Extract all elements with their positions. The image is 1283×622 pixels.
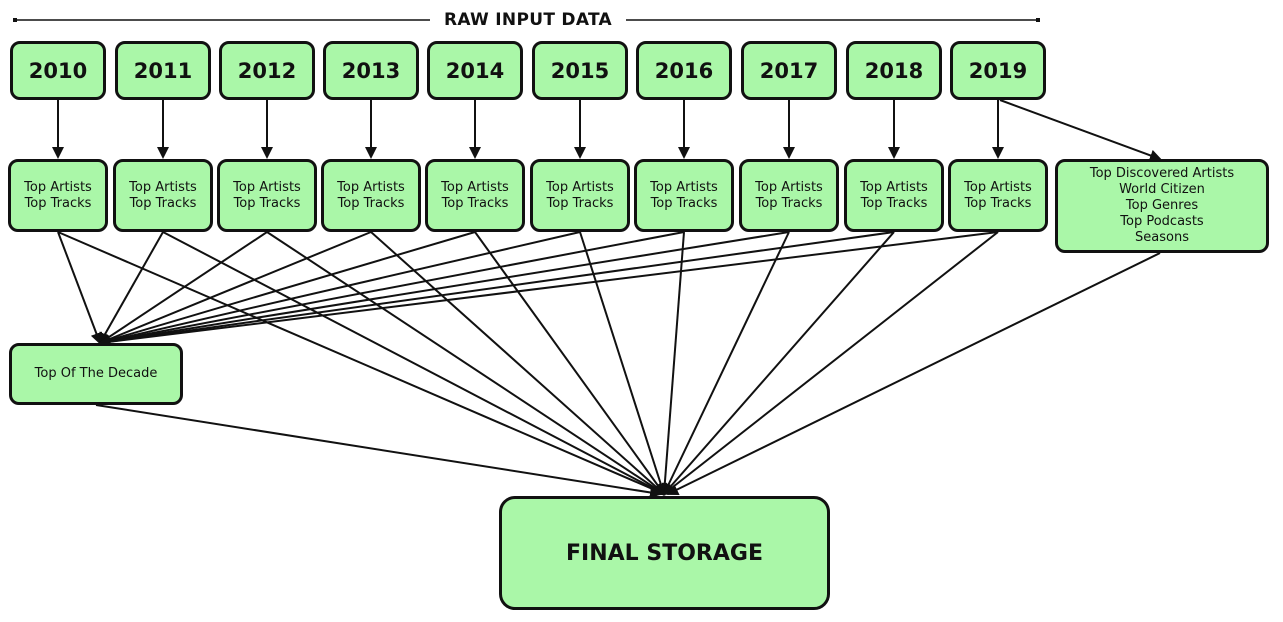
stats-to-storage-arrow — [57, 231, 666, 496]
extra-stats-node: Top Discovered Artists World Citizen Top… — [1055, 159, 1269, 253]
year-node: 2016 — [636, 41, 732, 100]
year-node: 2010 — [10, 41, 106, 100]
stats-line: Top Tracks — [650, 195, 718, 211]
stats-to-storage-arrow — [162, 231, 666, 495]
stats-to-storage-arrow — [474, 231, 666, 496]
stats-to-decade-arrow — [98, 231, 999, 348]
extra-line: World Citizen — [1119, 182, 1205, 197]
stats-line: Top Tracks — [860, 195, 928, 211]
year-node: 2017 — [741, 41, 837, 100]
stats-line: Top Artists — [546, 179, 614, 195]
year-node: 2015 — [532, 41, 628, 100]
stats-to-decade-arrow — [98, 231, 685, 348]
stats-line: Top Tracks — [964, 195, 1032, 211]
extra-to-storage-arrow — [666, 252, 1161, 495]
year-node: 2012 — [219, 41, 315, 100]
stats-to-storage-arrow — [579, 231, 667, 496]
stats-to-decade-arrow — [99, 231, 164, 345]
stats-line: Top Artists — [233, 179, 301, 195]
stats-to-decade-arrow — [98, 231, 790, 348]
stats-to-storage-arrow — [266, 231, 666, 496]
stats-to-decade-arrow — [98, 231, 268, 345]
year-node: 2018 — [846, 41, 942, 100]
stats-to-storage-arrow — [662, 231, 999, 496]
stats-line: Top Artists — [24, 179, 92, 195]
top-of-decade-node: Top Of The Decade — [9, 343, 183, 405]
stats-line: Top Tracks — [546, 195, 614, 211]
extra-line: Seasons — [1135, 230, 1189, 245]
stats-to-decade-arrow — [98, 231, 581, 347]
extra-line: Top Podcasts — [1120, 214, 1204, 229]
stats-line: Top Tracks — [755, 195, 823, 211]
stats-to-decade-arrow — [98, 231, 895, 348]
stats-to-storage-arrow — [662, 231, 895, 496]
raw-input-title: RAW INPUT DATA — [430, 8, 626, 32]
edges — [52, 99, 1162, 499]
stats-line: Top Artists — [337, 179, 405, 195]
stats-line: Top Tracks — [233, 195, 301, 211]
stats-line: Top Tracks — [441, 195, 509, 211]
year-node: 2013 — [323, 41, 419, 100]
decade-to-storage-arrow — [95, 404, 662, 499]
extra-line: Top Genres — [1125, 198, 1199, 213]
extra-line: Top Discovered Artists — [1089, 166, 1235, 181]
stats-line: Top Artists — [860, 179, 928, 195]
decade-label: Top Of The Decade — [34, 366, 158, 381]
stats-to-storage-arrow — [662, 231, 790, 496]
year-node: 2014 — [427, 41, 523, 100]
year-node: 2019 — [950, 41, 1046, 100]
stats-line: Top Tracks — [129, 195, 197, 211]
stats-to-decade-arrow — [98, 231, 372, 345]
year-node: 2011 — [115, 41, 211, 100]
stats-to-storage-arrow — [370, 231, 666, 496]
stats-line: Top Tracks — [337, 195, 405, 211]
stats-line: Top Artists — [650, 179, 718, 195]
stats-line: Top Tracks — [24, 195, 92, 211]
stats-line: Top Artists — [129, 179, 197, 195]
stats-to-storage-arrow — [658, 231, 685, 496]
stats-to-decade-arrow — [57, 231, 103, 345]
storage-label: FINAL STORAGE — [566, 540, 763, 566]
year-to-extra-arrow — [999, 99, 1162, 162]
final-storage-node: FINAL STORAGE — [499, 496, 830, 610]
stats-to-decade-arrow — [98, 231, 476, 346]
stats-line: Top Artists — [755, 179, 823, 195]
stats-line: Top Artists — [441, 179, 509, 195]
stats-line: Top Artists — [964, 179, 1032, 195]
